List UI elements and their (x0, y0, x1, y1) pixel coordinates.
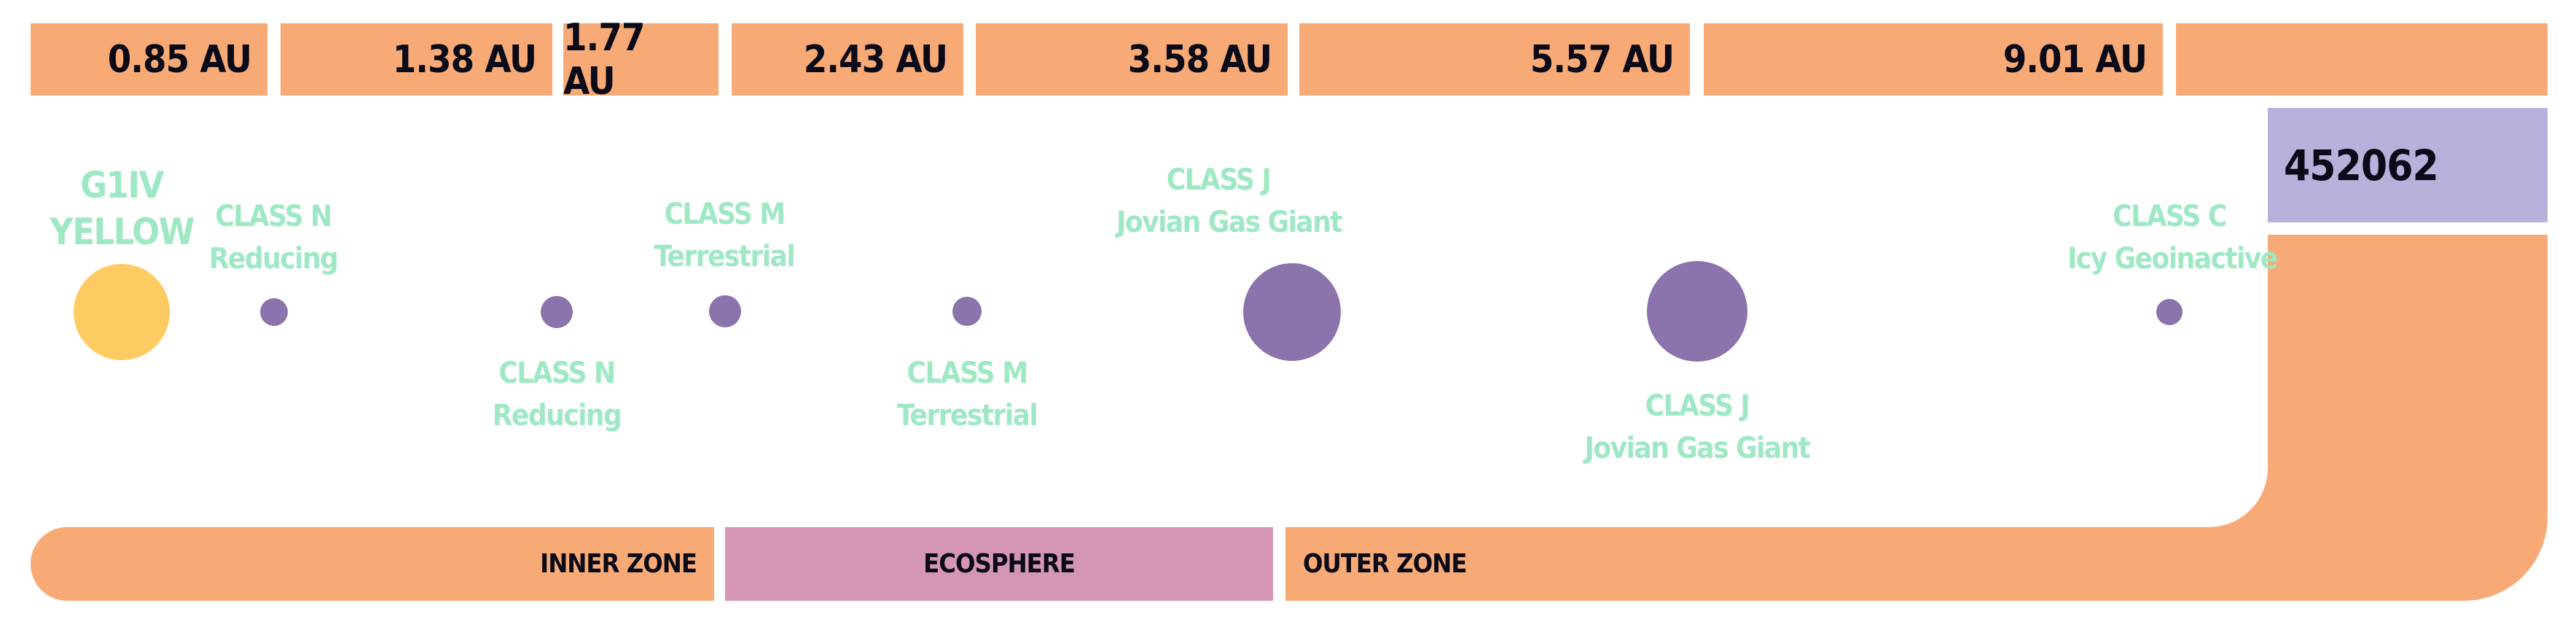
planet-6-circle (1647, 261, 1747, 362)
planet-4-circle (952, 297, 982, 326)
planet-2-class: CLASS N (498, 357, 616, 390)
planet-7-label: CLASS C Icy Geoinactive (2067, 195, 2278, 280)
planet-1-class: CLASS N (215, 200, 332, 233)
outer-zone-bar: OUTER ZONE (1285, 527, 1592, 601)
distance-cell-end (2176, 23, 2548, 96)
planet-1-circle (260, 298, 288, 326)
planet-2-label: CLASS N Reducing (484, 352, 630, 437)
star-color: YELLOW (50, 211, 195, 253)
planet-1-label: CLASS N Reducing (200, 195, 346, 280)
ecosphere-label: ECOSPHERE (923, 549, 1076, 579)
planet-7-class: CLASS C (2113, 200, 2227, 233)
planet-6-label: CLASS J Jovian Gas Giant (1522, 385, 1872, 470)
star-type: G1IV (80, 164, 164, 206)
planet-7-circle (2156, 299, 2182, 325)
planet-2-desc: Reducing (492, 399, 622, 432)
planet-5-desc: Jovian Gas Giant (1116, 206, 1343, 239)
ecosphere-bar: ECOSPHERE (725, 527, 1273, 601)
planet-7-desc: Icy Geoinactive (2067, 242, 2278, 276)
distance-cell-3: 1.77 AU (563, 16, 719, 104)
star-circle (74, 264, 170, 360)
inner-zone-label: INNER ZONE (540, 549, 697, 579)
planet-6-class: CLASS J (1645, 389, 1750, 423)
planet-2-circle (541, 296, 573, 328)
system-id: 452062 (2268, 108, 2548, 222)
inner-zone-bar: INNER ZONE (31, 527, 714, 601)
planet-3-desc: Terrestrial (654, 240, 796, 273)
distance-cell-5: 3.58 AU (976, 23, 1288, 96)
distance-cell-1: 0.85 AU (31, 23, 267, 96)
distance-cell-2: 1.38 AU (281, 23, 552, 96)
planet-5-label: CLASS J Jovian Gas Giant (1116, 159, 1343, 244)
planet-4-desc: Terrestrial (896, 399, 1038, 432)
distance-cell-7: 9.01 AU (1704, 23, 2163, 96)
planet-3-circle (709, 295, 741, 327)
planet-5-class: CLASS J (1166, 163, 1272, 197)
distance-cell-4: 2.43 AU (732, 23, 963, 96)
right-elbow (1285, 235, 2548, 601)
outer-zone-label: OUTER ZONE (1303, 549, 1468, 579)
planet-4-class: CLASS M (907, 357, 1028, 390)
planet-3-label: CLASS M Terrestrial (651, 193, 797, 278)
planet-1-desc: Reducing (208, 242, 339, 276)
planet-4-label: CLASS M Terrestrial (894, 352, 1040, 437)
distance-cell-6: 5.57 AU (1299, 23, 1690, 96)
star-label: G1IV YELLOW (44, 162, 200, 255)
planet-5-circle (1243, 263, 1341, 361)
planet-3-class: CLASS M (664, 198, 786, 231)
planet-6-desc: Jovian Gas Giant (1584, 432, 1811, 465)
